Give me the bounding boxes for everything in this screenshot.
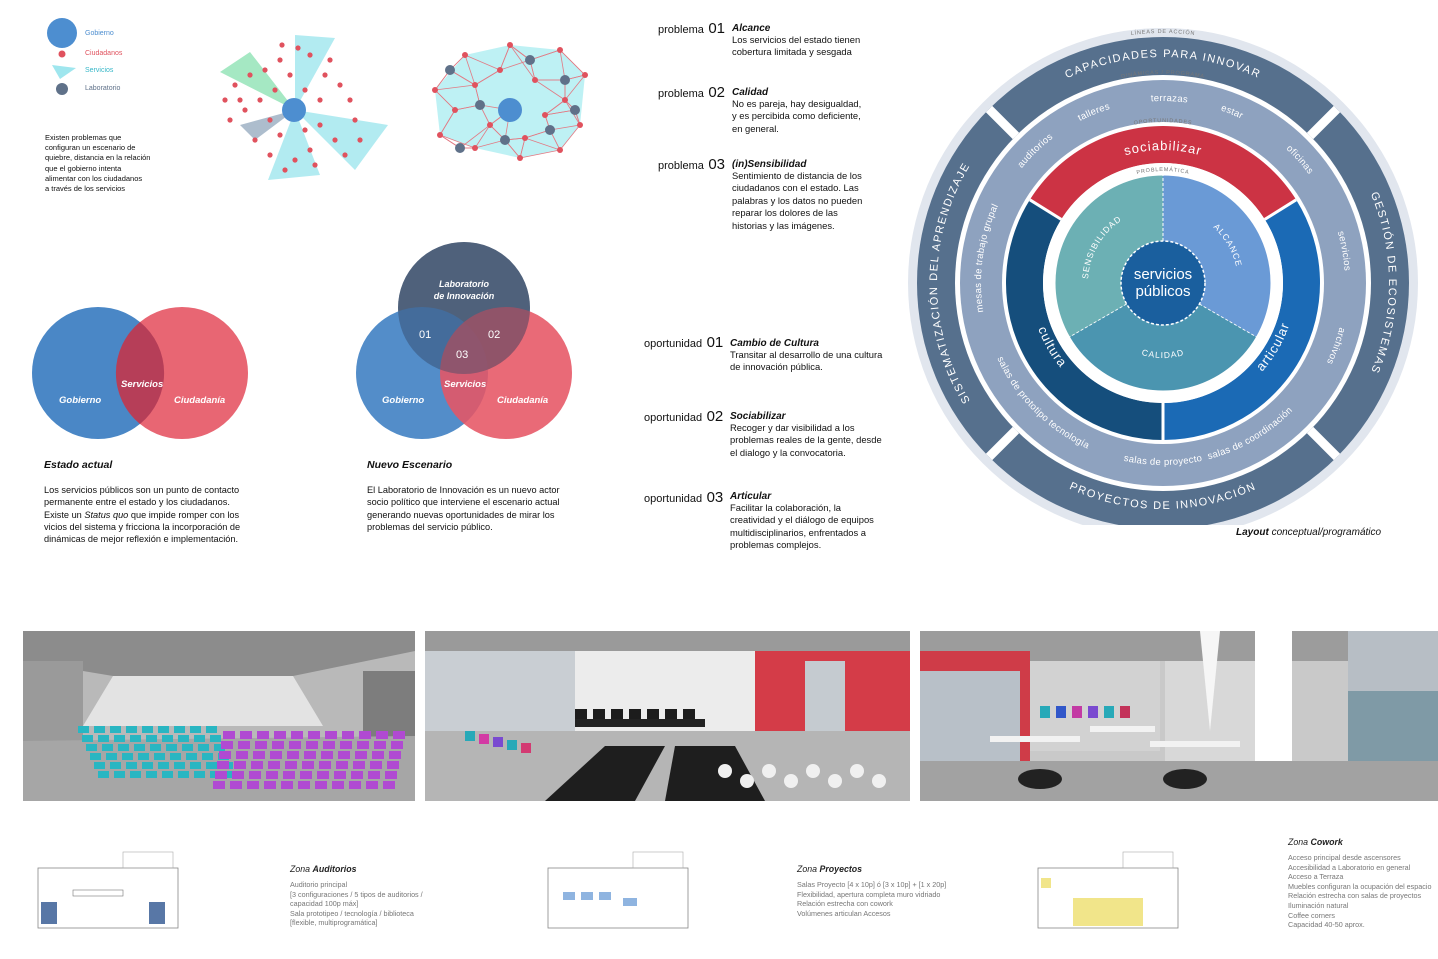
- wheel-caption: Layout conceptual/programático: [1236, 527, 1382, 538]
- venn-new-servicios: Servicios: [444, 379, 487, 390]
- problem-01: problema 01: [658, 20, 725, 37]
- plan-proyectos: [547, 851, 689, 929]
- lineas-label: LÍNEAS DE ACCIÓN: [1130, 29, 1195, 37]
- dynamic-label-1: terrazas: [1150, 93, 1188, 106]
- gobierno-legend-dot: [47, 18, 77, 48]
- opportunity-01: oportunidad 01: [644, 334, 724, 351]
- calidad-segment: [1069, 304, 1257, 391]
- legend-ciudadanos-label: Ciudadanos: [85, 50, 123, 57]
- dinamicas-label: DINÁMICAS / PROGRAMA: [1121, 70, 1205, 80]
- venn-new-ciudadania: Ciudadanía: [497, 395, 549, 406]
- ciudadanos-legend-dot: [58, 50, 66, 58]
- oportunidades-label: OPORTUNIDADES: [1133, 118, 1192, 127]
- ciudadania-circle: [440, 307, 572, 439]
- legend-gobierno-label: Gobierno: [85, 30, 114, 37]
- nuevo-escenario-text: El Laboratorio de Innovación es un nuevo…: [367, 485, 560, 532]
- problem-03-block: (in)Sensibilidad Sentimiento de distanci…: [732, 159, 863, 231]
- projects-render: [425, 631, 910, 801]
- fragmented-relation-diagram: [220, 35, 388, 180]
- problematica-label: PROBLEMÁTICA: [1136, 166, 1190, 176]
- legend-laboratorio-label: Laboratorio: [85, 85, 121, 92]
- laboratorio-legend-dot: [56, 83, 68, 95]
- cowork-render: [920, 631, 1438, 801]
- opportunity-02: oportunidad 02: [644, 408, 724, 425]
- zone-auditorios: Zona Auditorios Auditorio principal[3 co…: [290, 864, 423, 928]
- current-state-venn: [32, 307, 248, 439]
- estado-actual-heading: Estado actual: [44, 459, 113, 471]
- plan-cowork: [1037, 851, 1179, 929]
- center-label-2: públicos: [1135, 283, 1190, 300]
- articular-segment: [1163, 199, 1320, 440]
- venn-new-gobierno: Gobierno: [382, 395, 425, 406]
- auditorium-render: [23, 631, 415, 801]
- nuevo-escenario-heading: Nuevo Escenario: [367, 459, 453, 471]
- dynamic-label-7: salas de proyecto: [1123, 453, 1203, 468]
- estado-actual-text: Los servicios públicos son un punto de c…: [44, 485, 241, 545]
- zone-cowork: Zona Cowork Acceso principal desde ascen…: [1288, 837, 1432, 930]
- new-scenario-venn: [356, 242, 572, 439]
- venn-current-servicios: Servicios: [121, 379, 164, 390]
- network-relation-diagram: [432, 42, 588, 161]
- legend-symbols: [47, 18, 77, 95]
- problem-02: problema 02: [658, 84, 725, 101]
- opportunity-01-block: Cambio de Cultura Transitar al desarroll…: [730, 338, 883, 373]
- cultura-segment: [1006, 199, 1163, 440]
- venn-new-01: 01: [419, 329, 432, 341]
- sensibilidad-segment: [1055, 175, 1163, 337]
- center-label-1: servicios: [1134, 266, 1192, 283]
- sociabilizar-label: sociabilizar: [1122, 138, 1204, 158]
- opportunity-03: oportunidad 03: [644, 489, 724, 506]
- zone-proyectos: Zona Proyectos Salas Proyecto [4 x 10p] …: [797, 864, 947, 918]
- servicios-legend-shape: [52, 65, 76, 79]
- venn-new-03: 03: [456, 349, 469, 361]
- venn-new-02: 02: [488, 329, 501, 341]
- concentric-program-wheel: serviciospúblicosALCANCECALIDADSENSIBILI…: [908, 28, 1418, 525]
- plan-auditorios: [37, 851, 179, 929]
- opportunity-02-block: Sociabilizar Recoger y dar visibilidad a…: [730, 411, 882, 458]
- problem-02-block: Calidad No es pareja, hay desigualdad,y …: [732, 87, 862, 134]
- calidad-label: CALIDAD: [1141, 347, 1185, 360]
- venn-current-gobierno: Gobierno: [59, 395, 102, 406]
- alcance-segment: [1163, 175, 1271, 337]
- sociabilizar-segment: [1029, 125, 1297, 220]
- legend-servicios-label: Servicios: [85, 67, 114, 74]
- venn-current-ciudadania: Ciudadanía: [174, 395, 226, 406]
- problem-03: problema 03: [658, 156, 725, 173]
